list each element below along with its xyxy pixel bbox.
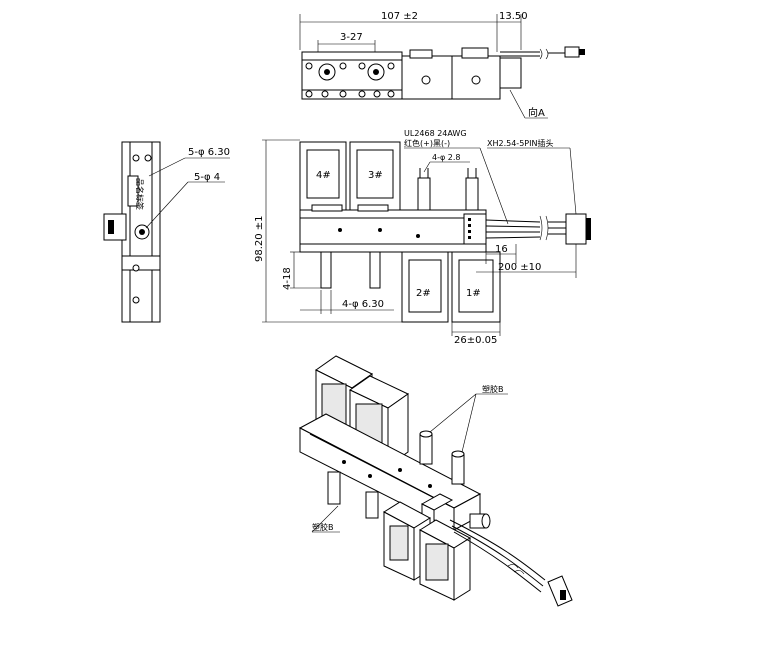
dim-mount-spacing: 3-27	[340, 32, 363, 43]
dim-wire-length: 200 ±10	[498, 262, 541, 273]
barb-spec-top: 4-φ 2.8	[432, 153, 461, 162]
dim-tail-length: 13.50	[499, 11, 528, 22]
valve-label-1: 1#	[466, 288, 481, 299]
dim-wire-offset: 16	[495, 244, 508, 255]
dim-overall-height: 98.20 ±1	[254, 215, 265, 262]
wire-spec-line-1: UL2468 24AWG	[404, 129, 467, 138]
wire-spec-line-2: 红色(+)黑(-)	[404, 138, 450, 148]
side-label-text: 品名标签	[135, 178, 145, 210]
top-view: 107 ±2 13.50 3-27	[299, 11, 585, 119]
dim-barb-height: 4-18	[282, 267, 293, 290]
dim-overall-length: 107 ±2	[381, 11, 418, 22]
valve-label-3: 3#	[368, 170, 383, 181]
side-hole-spec-1: 5-φ 6.30	[188, 147, 230, 158]
section-label: 向A	[528, 106, 545, 119]
valve-label-4: 4#	[316, 170, 331, 181]
glue-label-1: 塑胶B	[482, 384, 504, 394]
valve-label-2: 2#	[416, 288, 431, 299]
dim-port-dia: 4-φ 6.30	[342, 299, 384, 310]
side-hole-spec-2: 5-φ 4	[194, 172, 220, 183]
dim-pitch: 26±0.05	[454, 335, 497, 346]
side-view: 品名标签 5-φ 6.30 5-φ 4	[103, 141, 230, 323]
front-view: 98.20 ±1 4# 3#	[254, 129, 591, 346]
connector-spec: XH2.54-5PIN插头	[487, 138, 553, 148]
glue-label-2: 塑胶B	[312, 522, 334, 532]
iso-view: 塑胶B 塑胶B	[298, 355, 573, 607]
